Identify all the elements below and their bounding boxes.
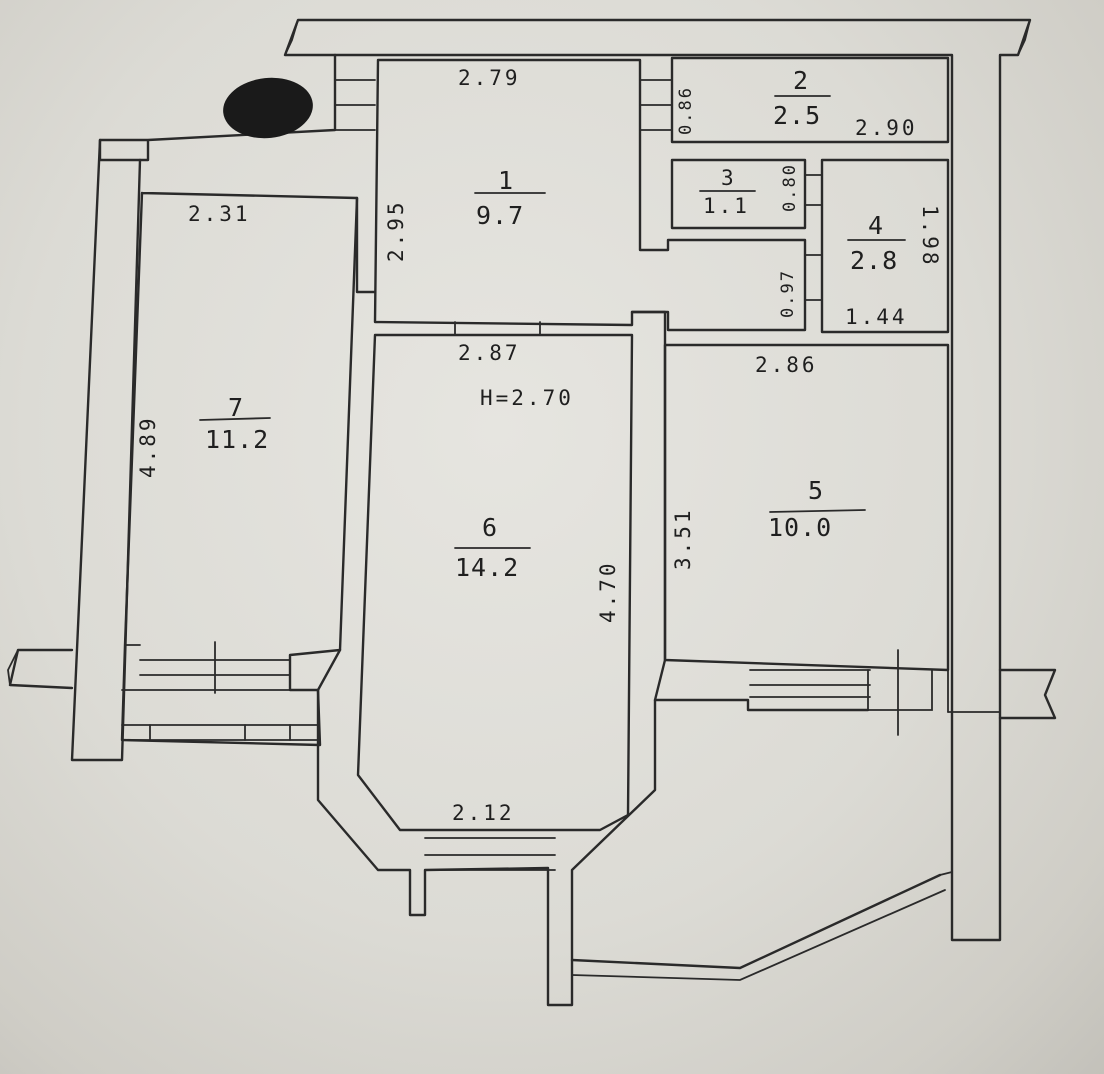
room-6-side-dimension: 4.70 bbox=[596, 560, 620, 623]
room-1-area: 9.7 bbox=[476, 201, 525, 230]
room-5-side-dimension: 3.51 bbox=[671, 507, 695, 570]
room-2-bottom-dimension: 2.90 bbox=[855, 116, 918, 140]
room-6-number: 6 bbox=[482, 513, 499, 542]
room-4-area: 2.8 bbox=[850, 246, 899, 275]
room-6-bottom-dimension: 2.12 bbox=[452, 801, 515, 825]
balcony-railing bbox=[570, 873, 942, 970]
room-6-outer-wall bbox=[316, 648, 870, 1007]
room-7-number: 7 bbox=[228, 393, 245, 422]
room-2-side-dimension: 0.86 bbox=[676, 86, 696, 135]
room-7-walls bbox=[120, 191, 359, 747]
room-1-number: 1 bbox=[498, 166, 515, 195]
corridor-side-dimension: 0.97 bbox=[778, 269, 798, 318]
room-2-area: 2.5 bbox=[773, 101, 822, 130]
room-4-number: 4 bbox=[868, 211, 885, 240]
room-3-walls bbox=[670, 158, 807, 230]
room-6-area: 14.2 bbox=[455, 553, 520, 582]
ink-blot bbox=[223, 77, 313, 139]
room-1-side-dimension: 2.95 bbox=[384, 199, 408, 262]
room-5-walls bbox=[663, 343, 950, 672]
room-4-bottom-dimension: 1.44 bbox=[845, 305, 908, 329]
room-3-side-dimension: 0.80 bbox=[780, 163, 800, 212]
room-4-walls bbox=[820, 158, 950, 334]
room-2-number: 2 bbox=[793, 66, 810, 95]
ceiling-height: H=2.70 bbox=[480, 386, 574, 410]
room-5-number: 5 bbox=[808, 476, 825, 505]
room-6-top-dimension: 2.87 bbox=[458, 341, 521, 365]
room-6-walls bbox=[356, 333, 634, 832]
room-7-side-dimension: 4.89 bbox=[136, 415, 160, 478]
left-exterior-wall bbox=[70, 138, 142, 762]
room-5-top-dimension: 2.86 bbox=[755, 353, 818, 377]
room-3-area: 1.1 bbox=[703, 194, 750, 218]
room-3-number: 3 bbox=[721, 166, 737, 190]
room-2-walls bbox=[670, 56, 950, 144]
room-1-walls bbox=[373, 58, 807, 332]
room-5-area: 10.0 bbox=[768, 513, 833, 542]
room-7-top-dimension: 2.31 bbox=[188, 202, 251, 226]
top-exterior-wall bbox=[283, 18, 1032, 942]
room-1-top-dimension: 2.79 bbox=[458, 66, 521, 90]
room-7-area: 11.2 bbox=[205, 425, 270, 454]
room-4-side-dimension: 1.98 bbox=[918, 205, 942, 268]
